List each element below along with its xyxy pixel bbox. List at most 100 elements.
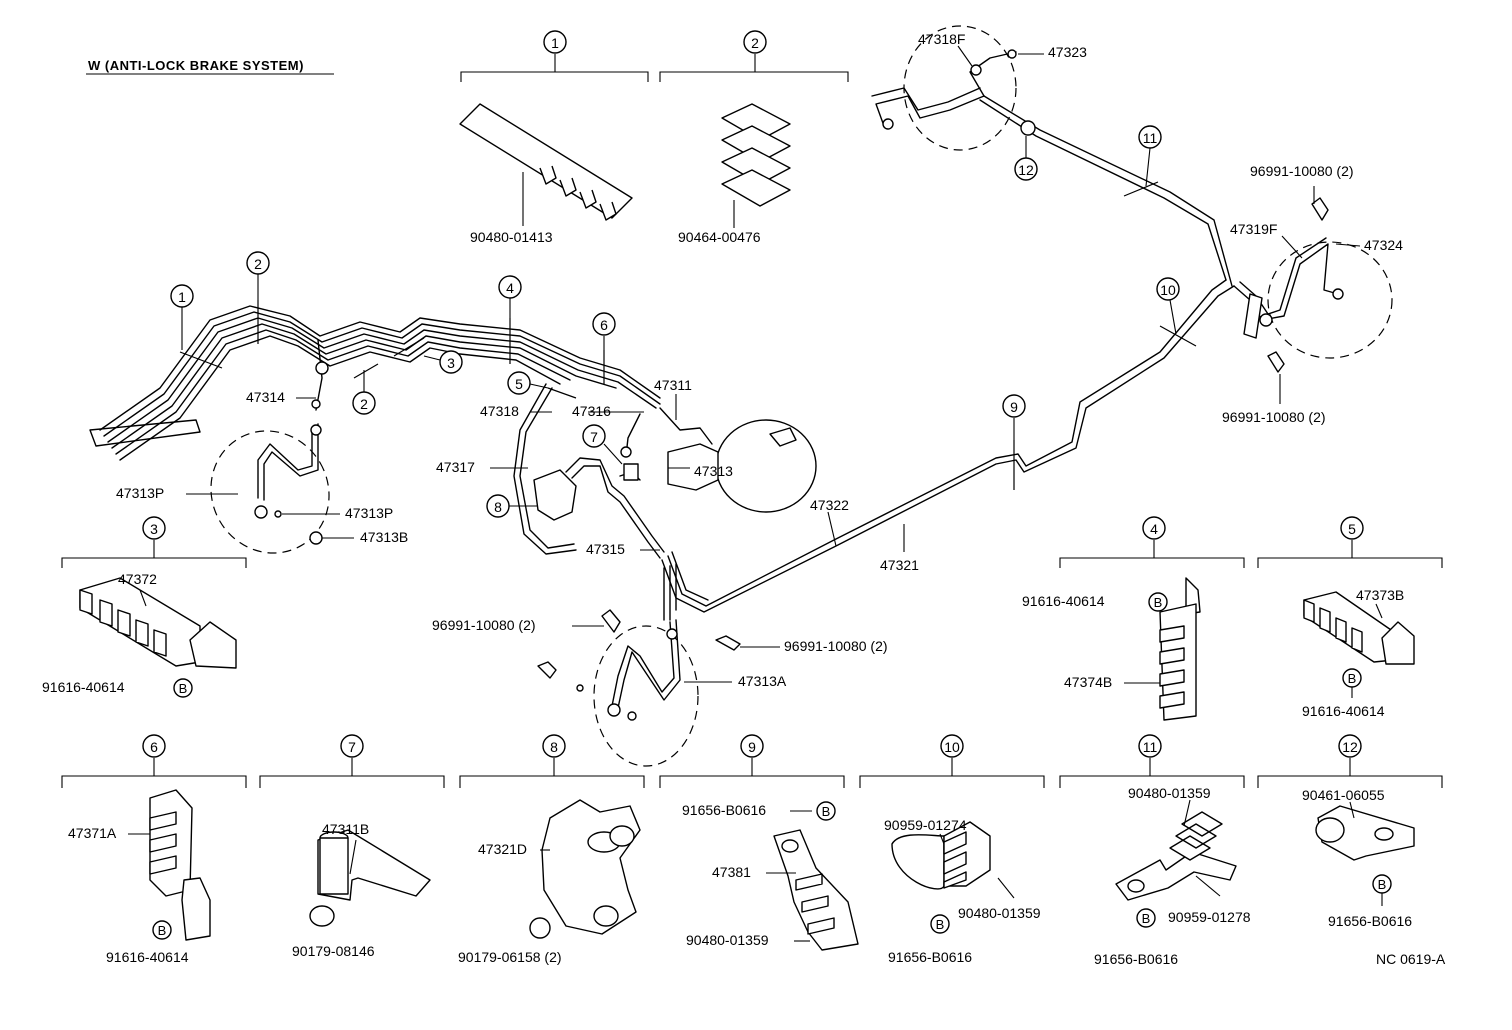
callout-circle xyxy=(340,734,364,758)
part-outline xyxy=(539,165,617,221)
part-number-label: 47318F xyxy=(918,31,965,47)
callout-number: 10 xyxy=(1160,282,1176,298)
leader-line xyxy=(1195,875,1221,897)
part-outline xyxy=(1267,241,1393,359)
part-number-label: 90480-01359 xyxy=(686,932,769,948)
part-outline xyxy=(667,279,1227,607)
callout-circle xyxy=(627,711,637,721)
leader-line xyxy=(1349,801,1355,819)
part-outline xyxy=(1374,827,1394,841)
callout-circle xyxy=(254,505,268,519)
clamp-47371A-drawing xyxy=(149,789,211,941)
callout-circle xyxy=(173,678,193,698)
part-number-label: 91656-B0616 xyxy=(888,949,972,965)
part-number-label: 96991-10080 (2) xyxy=(784,638,888,654)
part-outline xyxy=(79,589,167,657)
callout-circle xyxy=(743,30,767,54)
callout-circle xyxy=(1259,313,1273,327)
callout-number: 9 xyxy=(748,739,756,755)
center-assembly xyxy=(513,383,817,559)
callout-number: 5 xyxy=(1348,521,1356,537)
leader-line xyxy=(1281,235,1303,259)
part-number-label: 90179-08146 xyxy=(292,943,375,959)
callout-circle xyxy=(152,920,172,940)
inset-9: 9 91656-B0616 B 47381 90480-01359 xyxy=(659,734,859,951)
part-number-label: 47373B xyxy=(1356,587,1404,603)
callout-circle xyxy=(816,801,836,821)
part-outline xyxy=(257,427,313,499)
leader-line xyxy=(1059,775,1245,788)
part-number-label: 47324 xyxy=(1364,237,1403,253)
bolt-marker-letter: B xyxy=(1154,595,1163,610)
callout-circle xyxy=(592,312,616,336)
part-number-label: 96991-10080 (2) xyxy=(1250,163,1354,179)
part-outline xyxy=(769,427,797,447)
callout-number: 4 xyxy=(1150,521,1158,537)
part-number-label: 47321 xyxy=(880,557,919,573)
leader-line xyxy=(957,45,973,67)
part-outline xyxy=(107,317,657,443)
part-number-label: 47313A xyxy=(738,673,787,689)
bolt-marker-letter: B xyxy=(822,804,831,819)
pipe-bundle-front xyxy=(89,305,661,461)
part-number-label: 90959-01274 xyxy=(884,817,967,833)
part-outline xyxy=(1123,181,1159,197)
bolt-marker-letter: B xyxy=(1348,671,1357,686)
callout-circle xyxy=(1138,125,1162,149)
part-number-label: 90179-06158 (2) xyxy=(458,949,562,965)
part-number-label: 47319F xyxy=(1230,221,1277,237)
part-outline xyxy=(721,169,791,207)
bolt-marker-letter: B xyxy=(158,923,167,938)
part-outline xyxy=(315,339,323,411)
diagram-title: W (ANTI-LOCK BRAKE SYSTEM) xyxy=(88,58,304,73)
bolt-marker-letter: B xyxy=(936,917,945,932)
leader-line xyxy=(61,557,247,568)
part-outline xyxy=(210,430,330,554)
part-outline xyxy=(659,407,713,445)
part-number-label: 96991-10080 (2) xyxy=(1222,409,1326,425)
part-outline xyxy=(617,619,681,709)
callout-circle xyxy=(543,30,567,54)
part-outline xyxy=(1159,325,1197,347)
part-number-label: 47311 xyxy=(654,377,692,393)
callout-circle xyxy=(170,284,194,308)
part-outline xyxy=(1311,197,1329,221)
part-number-label: 91656-B0616 xyxy=(1328,913,1412,929)
part-outline xyxy=(891,834,945,890)
callout-circle xyxy=(274,510,282,518)
callout-number: 12 xyxy=(1018,162,1034,178)
leader-line xyxy=(139,589,147,607)
part-outline xyxy=(1267,351,1285,373)
inset-4: 4 91616-40614 B 47374B xyxy=(1022,516,1245,721)
part-outline xyxy=(1243,293,1263,339)
part-number-label: 47311B xyxy=(322,821,369,837)
part-outline xyxy=(943,831,967,889)
leader-line xyxy=(1257,557,1443,568)
clamp-47374B-drawing xyxy=(1159,577,1201,721)
callout-circle xyxy=(246,251,270,275)
leader-line xyxy=(939,833,945,845)
part-number-label: 47322 xyxy=(810,497,849,513)
part-outline xyxy=(111,323,617,449)
callout-number: 2 xyxy=(360,396,368,412)
inset-11: 11 90480-01359 90959-01278 B 91656-B0616 xyxy=(1059,734,1251,967)
part-outline xyxy=(1239,237,1327,315)
part-outline xyxy=(149,811,177,875)
clamp-47372-drawing xyxy=(79,577,237,669)
part-number-label: 91616-40614 xyxy=(1022,593,1105,609)
callout-number: 10 xyxy=(944,739,960,755)
bundle-clamps: 1 2 3 2 4 5 6 xyxy=(170,251,616,415)
leader-line xyxy=(859,775,1045,788)
callout-number: 5 xyxy=(515,376,523,392)
part-outline xyxy=(611,621,675,707)
callout-circle xyxy=(940,734,964,758)
part-outline xyxy=(571,465,661,559)
leader-line xyxy=(259,775,445,788)
abs-actuator xyxy=(533,469,577,521)
part-outline xyxy=(601,609,621,633)
leader-line xyxy=(1335,243,1361,247)
part-number-label: 47315 xyxy=(586,541,625,557)
part-outline xyxy=(983,95,1233,287)
leader-line xyxy=(459,775,645,788)
part-number-label: 91656-B0616 xyxy=(1094,951,1178,967)
